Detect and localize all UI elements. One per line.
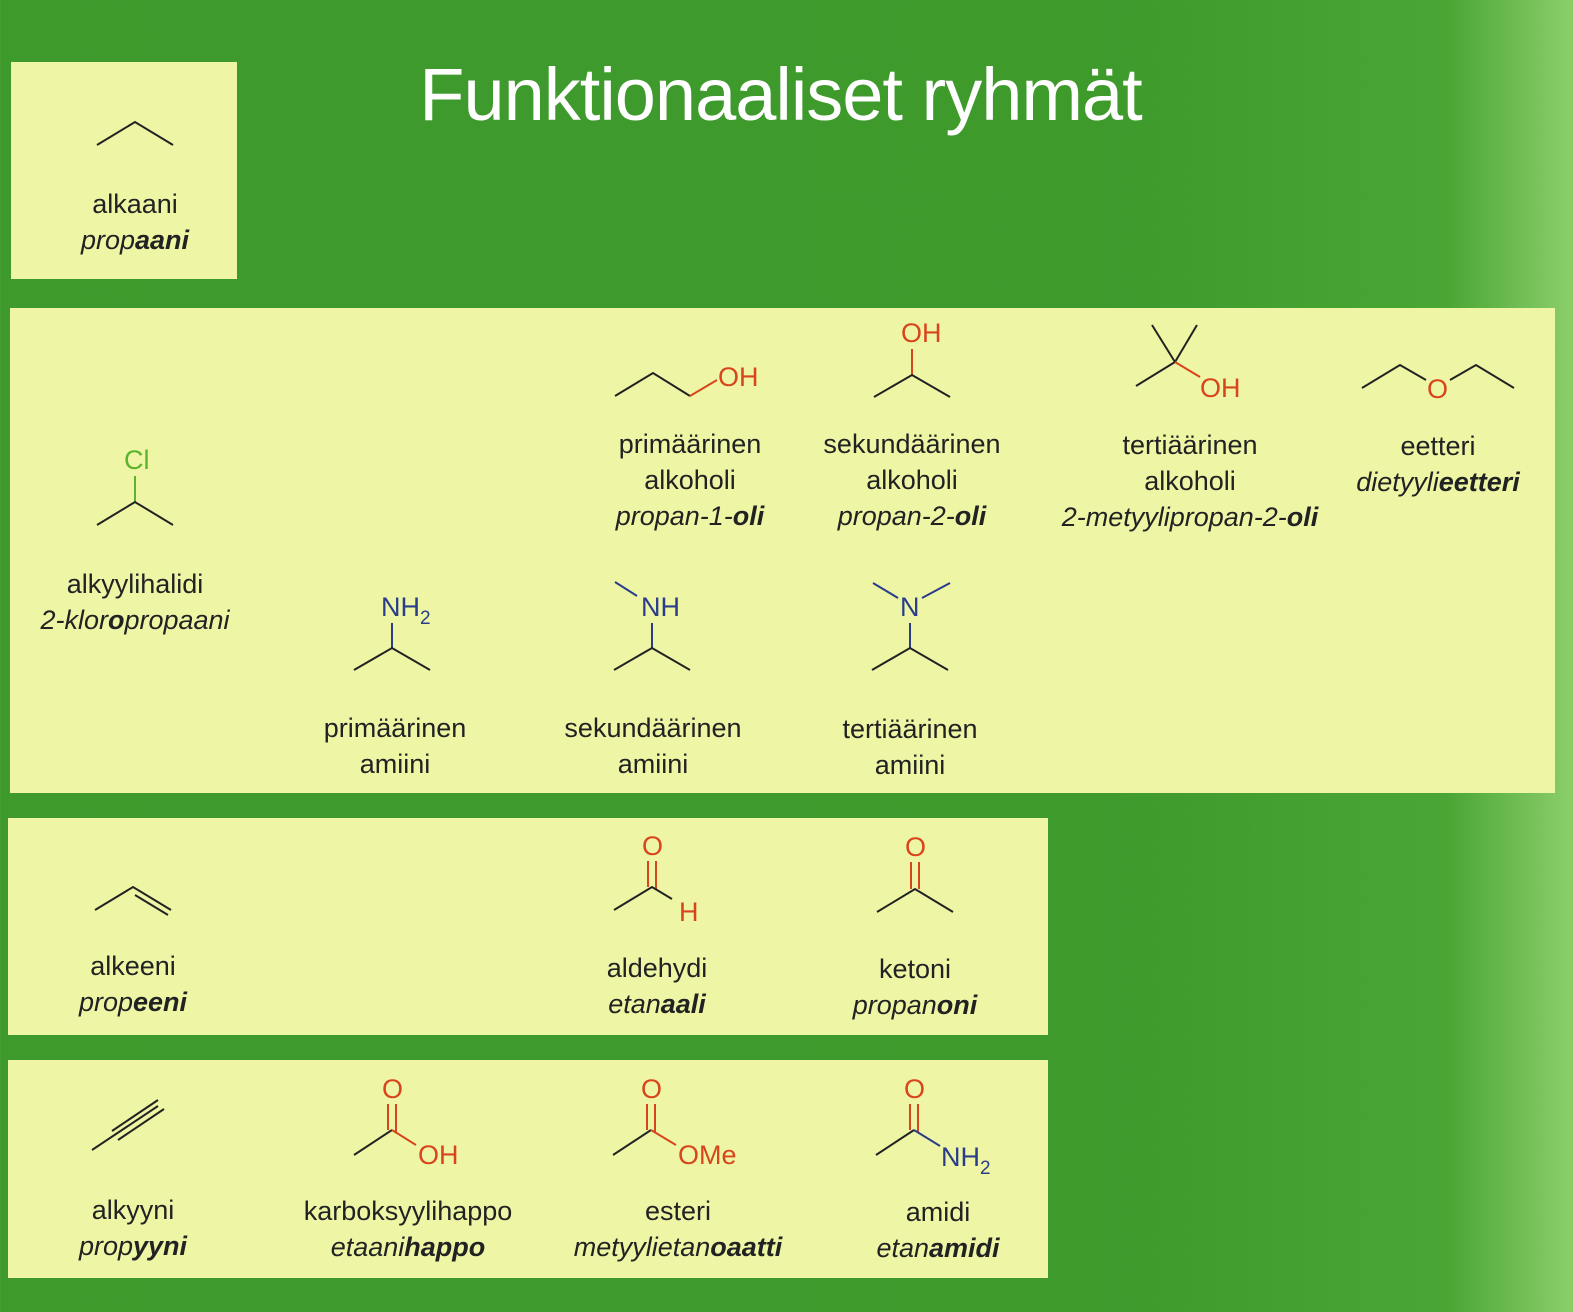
- group-type: alkyyni: [91, 1195, 175, 1225]
- example-name: propan-1-oli: [615, 501, 765, 531]
- page-title: Funktionaaliset ryhmät: [0, 52, 1573, 137]
- example-name: propaani: [80, 225, 190, 255]
- group-type: amiini: [359, 749, 431, 779]
- alkyl-halide-structure: Cl: [96, 445, 174, 526]
- example-name: etaanihappo: [330, 1232, 486, 1262]
- nh-text: NH: [941, 1142, 980, 1172]
- label-primary-alcohol: primäärinen alkoholi propan-1-oli: [510, 426, 870, 534]
- hydroxyl-group: OH: [901, 318, 942, 348]
- chlorine-atom: Cl: [124, 445, 150, 475]
- label-aldehyde: aldehydi etanaali: [477, 950, 837, 1022]
- label-secondary-amine: sekundäärinen amiini: [473, 710, 833, 782]
- oxygen-atom: O: [641, 1074, 662, 1104]
- ester-structure: O OMe: [612, 1074, 737, 1170]
- group-type: sekundäärinen: [564, 713, 742, 743]
- group-type: primäärinen: [618, 429, 762, 459]
- panel-sp2-groups: [8, 818, 1048, 1035]
- group-type: alkyylihalidi: [66, 569, 204, 599]
- nitrogen-atom: N: [900, 592, 920, 622]
- example-name: propanoni: [852, 990, 978, 1020]
- label-primary-amine: primäärinen amiini: [215, 710, 575, 782]
- amino-group: NH2: [381, 592, 431, 629]
- label-ketone: ketoni propanoni: [735, 951, 1095, 1023]
- alkyne-structure: [91, 1099, 165, 1151]
- tertiary-amine-structure: N: [871, 582, 951, 671]
- group-type: sekundäärinen: [823, 429, 1001, 459]
- label-tertiary-alcohol: tertiäärinen alkoholi 2-metyylipropan-2-…: [1010, 427, 1370, 535]
- example-name: dietyylieetteri: [1356, 467, 1520, 497]
- carboxylic-acid-structure: O OH: [353, 1074, 459, 1170]
- group-type: alkoholi: [1144, 466, 1236, 496]
- amino-group: NH2: [941, 1142, 991, 1179]
- subscript-2: 2: [420, 608, 431, 629]
- group-type: alkeeni: [90, 951, 176, 981]
- oxygen-atom: O: [904, 1074, 925, 1104]
- label-alkane: alkaani propaani: [0, 186, 315, 258]
- group-type: tertiäärinen: [842, 714, 978, 744]
- secondary-amine-structure: NH: [613, 581, 691, 671]
- label-carboxylic-acid: karboksyylihappo etaanihappo: [228, 1193, 588, 1265]
- oxygen-atom: O: [382, 1074, 403, 1104]
- hydroxyl-group: OH: [718, 362, 759, 392]
- group-type: esteri: [644, 1196, 712, 1226]
- tertiary-alcohol-structure: OH: [1135, 324, 1241, 403]
- nh-text: NH: [381, 592, 420, 622]
- aldehyde-structure: O H: [613, 831, 699, 927]
- subscript-2: 2: [980, 1158, 991, 1179]
- nh-group: NH: [641, 592, 680, 622]
- group-type: ketoni: [878, 954, 952, 984]
- oxygen-atom: O: [1427, 374, 1448, 404]
- panel-sp-carbonyl-groups: [8, 1060, 1048, 1278]
- group-type: aldehydi: [606, 953, 708, 983]
- group-type: eetteri: [1400, 431, 1476, 461]
- example-name: etanamidi: [876, 1233, 1000, 1263]
- group-type: amiini: [874, 750, 946, 780]
- group-type: amiini: [617, 749, 689, 779]
- group-type: alkaani: [92, 189, 178, 219]
- label-alkyne: alkyyni propyyni: [0, 1192, 313, 1264]
- methoxy-group: OMe: [678, 1140, 737, 1170]
- label-alkyl-halide: alkyylihalidi 2-kloropropaani: [0, 566, 315, 638]
- title-text: Funktionaaliset ryhmät: [419, 53, 1142, 136]
- label-secondary-alcohol: sekundäärinen alkoholi propan-2-oli: [732, 426, 1092, 534]
- example-name: metyylietanoaatti: [573, 1232, 783, 1262]
- example-name: etanaali: [608, 989, 706, 1019]
- example-name: propan-2-oli: [837, 501, 987, 531]
- hydroxyl-group: OH: [418, 1140, 459, 1170]
- label-ether: eetteri dietyylieetteri: [1258, 428, 1573, 500]
- group-type: alkoholi: [866, 465, 958, 495]
- example-name: propeeni: [78, 987, 188, 1017]
- group-type: karboksyylihappo: [303, 1196, 513, 1226]
- label-alkene: alkeeni propeeni: [0, 948, 313, 1020]
- primary-amine-structure: NH2: [353, 592, 431, 671]
- group-type: primäärinen: [323, 713, 467, 743]
- amide-structure: O NH2: [875, 1074, 991, 1179]
- example-name: 2-kloropropaani: [40, 605, 230, 635]
- primary-alcohol-structure: OH: [614, 362, 759, 397]
- example-name: 2-metyylipropan-2-oli: [1061, 502, 1319, 532]
- alkene-structure: [94, 885, 172, 916]
- panel-alkane: [11, 62, 237, 279]
- group-type: tertiäärinen: [1122, 430, 1258, 460]
- hydrogen-atom: H: [679, 897, 699, 927]
- oxygen-atom: O: [642, 831, 663, 861]
- ketone-structure: O: [876, 832, 954, 913]
- hydroxyl-group: OH: [1200, 373, 1241, 403]
- label-ester: esteri metyylietanoaatti: [498, 1193, 858, 1265]
- secondary-alcohol-structure: OH: [873, 318, 951, 398]
- label-tertiary-amine: tertiäärinen amiini: [730, 711, 1090, 783]
- oxygen-atom: O: [905, 832, 926, 862]
- group-type: alkoholi: [644, 465, 736, 495]
- panel-sp3-groups: [10, 308, 1555, 793]
- ether-structure: O: [1361, 363, 1515, 404]
- alkane-structure: [96, 120, 174, 146]
- group-type: amidi: [905, 1197, 971, 1227]
- label-amide: amidi etanamidi: [758, 1194, 1118, 1266]
- example-name: propyyni: [78, 1231, 188, 1261]
